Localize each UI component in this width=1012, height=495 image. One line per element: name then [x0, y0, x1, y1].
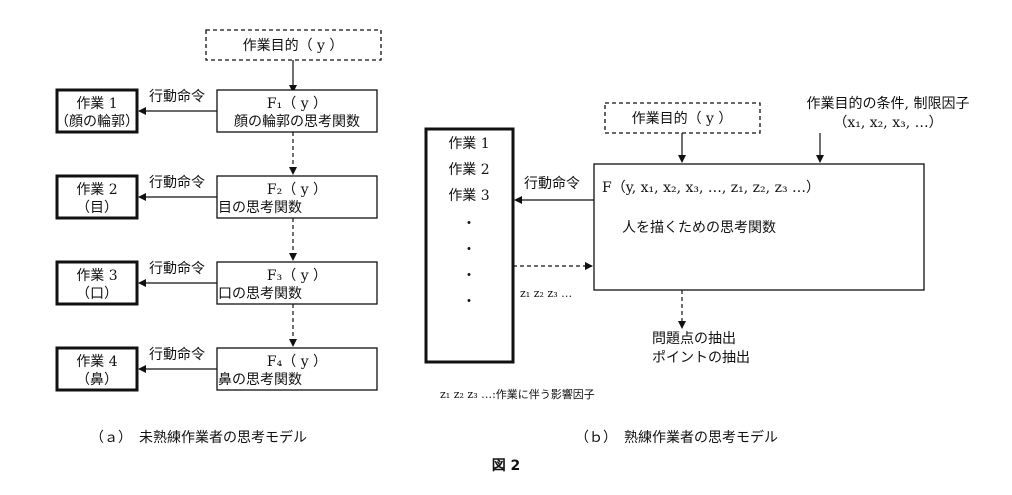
right-tasks-box	[424, 127, 515, 364]
right-task-dot-3: ・	[462, 268, 476, 284]
left-task-1-box	[55, 88, 139, 134]
left-task-4-box	[55, 346, 139, 392]
right-goal-label: 作業目的（ y ）	[632, 111, 733, 127]
left-task-2-label: 作業 2	[76, 182, 117, 198]
right-command-label: 行動命令	[524, 175, 580, 192]
left-caption: （ａ） 未熟練作業者の思考モデル	[90, 429, 307, 446]
right-conditions-vars: （x₁, x₂, x₃, …）	[833, 115, 942, 131]
left-function-4-box	[216, 347, 378, 391]
right-footnote: z₁ z₂ z₃ …:作業に伴う影響因子	[440, 387, 595, 401]
left-command-label-4: 行動命令	[149, 346, 205, 363]
left-goal-box	[205, 29, 382, 61]
right-caption: （ｂ） 熟練作業者の思考モデル	[575, 429, 778, 446]
left-function-3-box	[216, 261, 378, 305]
left-task-4-sub: （鼻）	[76, 371, 118, 388]
right-function-label: F（y, x₁, x₂, x₃, …, z₁, z₂, z₃ …）	[602, 180, 820, 196]
left-command-label-1: 行動命令	[149, 88, 205, 105]
left-command-label-2: 行動命令	[149, 174, 205, 191]
right-function-desc: 人を描くための思考関数	[622, 220, 776, 236]
left-function-3-label: F₃（ y ）	[267, 268, 327, 284]
right-task-dot-4: ・	[462, 294, 476, 310]
left-function-4-label: F₄（ y ）	[267, 354, 327, 370]
left-task-1-label: 作業 1	[76, 96, 117, 112]
left-task-2-sub: （目）	[76, 200, 118, 216]
right-task-1: 作業 1	[448, 136, 489, 152]
right-feedback-label: z₁ z₂ z₃ …	[520, 287, 572, 300]
right-conditions-label: 作業目的の条件, 制限因子	[807, 95, 970, 112]
right-output-line-2: ポイントの抽出	[652, 350, 750, 366]
left-function-2-desc: 目の思考関数	[218, 200, 302, 216]
left-function-3-desc: 口の思考関数	[218, 286, 302, 302]
left-function-1-label: F₁（ y ）	[267, 96, 327, 112]
right-task-dot-2: ・	[462, 242, 476, 258]
right-task-3: 作業 3	[448, 188, 489, 204]
right-function-box	[593, 163, 925, 291]
left-task-2-box	[55, 174, 139, 220]
left-task-3-sub: （口）	[76, 286, 118, 302]
right-output-line-1: 問題点の抽出	[652, 331, 736, 347]
left-task-4-label: 作業 4	[76, 354, 117, 370]
left-function-2-label: F₂（ y ）	[267, 182, 327, 198]
left-goal-label: 作業目的（ y ）	[243, 38, 344, 54]
left-task-3-box	[55, 260, 139, 306]
left-task-1-sub: （顔の輪郭）	[55, 113, 139, 130]
left-function-1-desc: 顔の輪郭の思考関数	[234, 113, 360, 130]
figure-label: 図 2	[492, 458, 521, 474]
left-function-4-desc: 鼻の思考関数	[218, 371, 302, 388]
left-command-label-3: 行動命令	[149, 260, 205, 277]
left-task-3-label: 作業 3	[76, 268, 117, 284]
right-task-dot-1: ・	[462, 216, 476, 232]
right-task-2: 作業 2	[448, 162, 489, 178]
